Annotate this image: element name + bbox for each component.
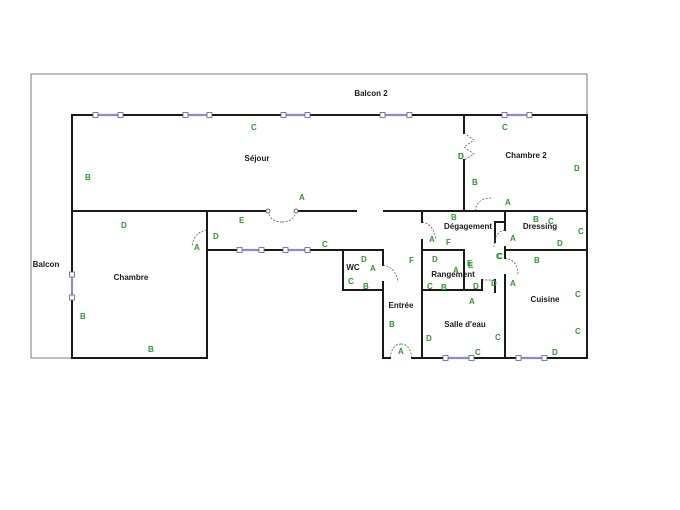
surface-marker: D <box>458 152 464 161</box>
surface-marker: B <box>472 178 478 187</box>
surface-marker: A <box>370 264 376 273</box>
windows <box>69 112 548 361</box>
room-label-entree: Entrée <box>389 301 414 310</box>
room-label-wc: WC <box>346 263 360 272</box>
surface-marker: A <box>505 198 511 207</box>
surface-marker: B <box>363 282 369 291</box>
surface-marker: C <box>251 123 257 132</box>
surface-marker: A <box>510 234 516 243</box>
surface-marker: F <box>446 238 451 247</box>
outside-label-balcon: Balcon <box>33 260 60 269</box>
surface-marker: B <box>80 312 86 321</box>
window <box>236 247 265 253</box>
doors <box>191 132 519 359</box>
surface-marker: A <box>398 347 404 356</box>
window <box>69 271 75 301</box>
room-label-degagement: Dégagement <box>444 222 492 231</box>
surface-marker: B <box>533 215 539 224</box>
window <box>92 112 124 118</box>
surface-marker: C <box>497 252 503 261</box>
room-label-salle-d-eau: Salle d'eau <box>444 320 486 329</box>
surface-marker: C <box>322 240 328 249</box>
window <box>515 355 548 361</box>
surface-marker: A <box>299 193 305 202</box>
surface-marker: E <box>468 261 474 270</box>
window <box>182 112 213 118</box>
surface-marker: D <box>432 255 438 264</box>
surface-marker: C <box>348 277 354 286</box>
surface-marker: C <box>578 227 584 236</box>
room-label-chambre: Chambre <box>114 273 149 282</box>
room-label-chambre2: Chambre 2 <box>505 151 547 160</box>
outside-label-balcon2: Balcon 2 <box>354 89 388 98</box>
surface-marker: C <box>575 327 581 336</box>
surface-marker: C <box>496 252 502 261</box>
window <box>282 247 311 253</box>
window <box>501 112 533 118</box>
surface-marker: D <box>491 279 497 288</box>
walls <box>71 114 588 359</box>
surface-marker: C <box>475 348 481 357</box>
surface-marker: A <box>510 279 516 288</box>
surface-marker: B <box>441 283 447 292</box>
window <box>442 355 475 361</box>
window <box>280 112 311 118</box>
surface-marker: D <box>213 232 219 241</box>
surface-marker: A <box>469 297 475 306</box>
surface-marker: D <box>426 334 432 343</box>
surface-marker: E <box>467 259 473 268</box>
surface-marker: C <box>427 282 433 291</box>
surface-marker: D <box>473 282 479 291</box>
surface-marker: D <box>557 239 563 248</box>
surface-marker: D <box>458 152 464 161</box>
room-label-cuisine: Cuisine <box>531 295 560 304</box>
surface-marker: C <box>575 290 581 299</box>
window <box>379 112 413 118</box>
surface-marker: B <box>451 213 457 222</box>
surface-marker: A <box>194 243 200 252</box>
surface-marker: B <box>85 173 91 182</box>
surface-marker: A <box>453 266 459 275</box>
surface-marker: D <box>574 164 580 173</box>
surface-marker: B <box>534 256 540 265</box>
room-label-sejour: Séjour <box>245 154 270 163</box>
room-label-rangement: Rangement <box>431 270 475 279</box>
surface-marker: E <box>239 216 245 225</box>
surface-marker: F <box>409 256 414 265</box>
surface-marker: B <box>389 320 395 329</box>
room-label-dressing: Dressing <box>523 222 557 231</box>
surface-markers: C B A E D C D B A D B A C B A C D E D A … <box>80 123 584 357</box>
surface-marker: D <box>552 348 558 357</box>
surface-marker: C <box>548 217 554 226</box>
surface-marker: C <box>502 123 508 132</box>
surface-marker: D <box>121 221 127 230</box>
balcony-outline <box>30 73 588 359</box>
surface-marker: A <box>429 235 435 244</box>
surface-marker: B <box>148 345 154 354</box>
surface-marker: C <box>495 333 501 342</box>
surface-marker: D <box>361 255 367 264</box>
